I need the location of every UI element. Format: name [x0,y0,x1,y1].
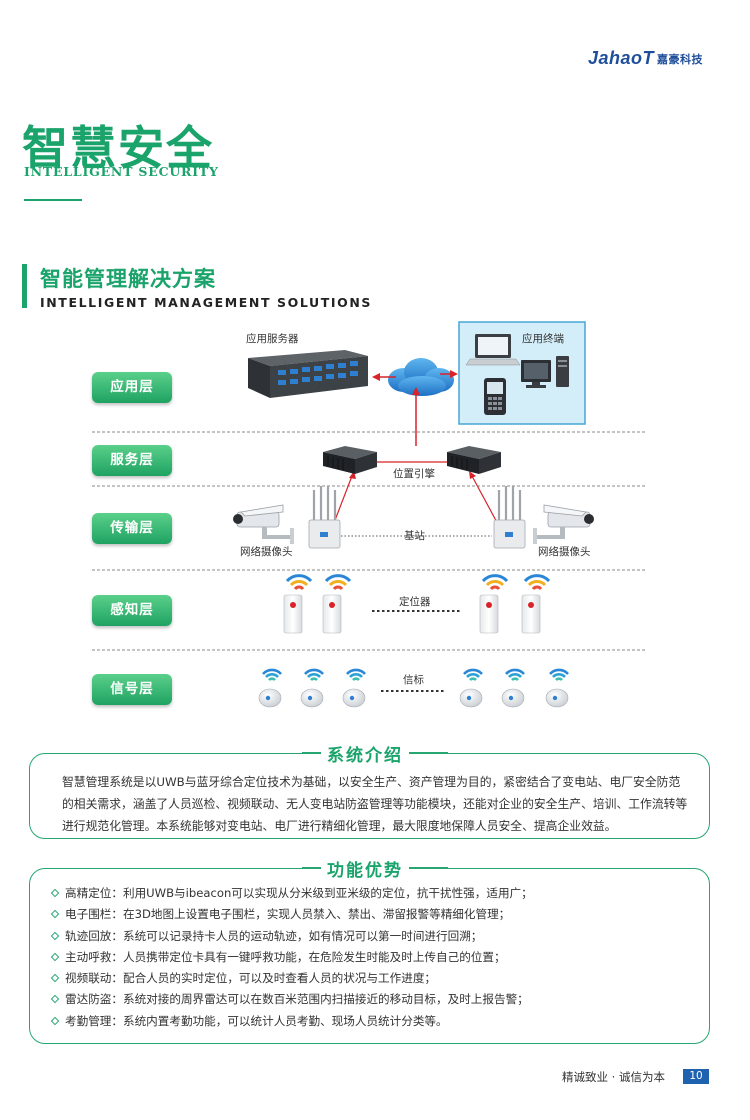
layer-service: 服务层 [92,445,172,476]
hero-subtitle: INTELLIGENT SECURITY [24,164,219,179]
diamond-bullet-icon [50,931,60,940]
layer-separators [92,431,645,651]
data-flow-arrows [331,370,501,529]
feature-text: 雷达防盗：系统对接的周界雷达可以在数百米范围内扫描接近的移动目标，及时上报告警； [65,992,529,1007]
label-app-server: 应用服务器 [246,333,299,345]
layer-perception: 感知层 [92,595,172,626]
camera-icon-left [233,504,294,544]
section-subtitle: INTELLIGENT MANAGEMENT SOLUTIONS [40,295,373,310]
features-list: 高精定位：利用UWB与ibeacon可以实现从分米级到亚米级的定位，抗干扰性强，… [50,883,702,1032]
diamond-bullet-icon [50,973,60,983]
feature-item: 轨迹回放：系统可以记录持卡人员的运动轨迹，如有情况可以第一时间进行回溯； [50,926,702,947]
section-accent-bar [22,264,27,308]
feature-item: 考勤管理：系统内置考勤功能，可以统计人员考勤、现场人员统计分类等。 [50,1011,702,1032]
feature-text: 视频联动：配合人员的实时定位，可以及时查看人员的状况与工作进度； [65,971,437,986]
diamond-bullet-icon [50,910,60,919]
hero-title: 智慧安全 [22,121,214,175]
camera-icon-right [533,504,594,544]
feature-text: 主动呼救：人员携带定位卡具有一键呼救功能，在危险发生时能及时上传自己的位置； [65,949,506,964]
feature-text: 高精定位：利用UWB与ibeacon可以实现从分米级到亚米级的定位，抗干扰性强，… [65,886,533,900]
base-station-right [493,486,526,549]
locator-tags [283,574,551,634]
layer-transport: 传输层 [92,513,172,544]
engine-box-left [323,446,377,474]
feature-item: 高精定位：利用UWB与ibeacon可以实现从分米级到亚米级的定位，抗干扰性强，… [50,883,702,904]
brand-name: JahaoT [588,48,655,68]
diamond-bullet-icon [50,995,60,1004]
engine-box-right [447,446,501,474]
feature-text: 电子围栏：在3D地图上设置电子围栏，实现人员禁入、禁出、滞留报警等精细化管理； [65,907,511,922]
base-station-left [308,486,341,549]
feature-text: 考勤管理：系统内置考勤功能，可以统计人员考勤、现场人员统计分类等。 [65,1013,448,1028]
desktop-icon [521,356,569,388]
feature-text: 轨迹回放：系统可以记录持卡人员的运动轨迹，如有情况可以第一时间进行回溯； [65,928,483,943]
server-icon [248,350,368,398]
label-app-terminal: 应用终端 [522,333,564,345]
hero-underline [24,199,82,201]
feature-item: 电子围栏：在3D地图上设置电子围栏，实现人员禁入、禁出、滞留报警等精细化管理； [50,904,702,925]
feature-item: 主动呼救：人员携带定位卡具有一键呼救功能，在危险发生时能及时上传自己的位置； [50,947,702,968]
laptop-icon [465,334,521,366]
cloud-icon [388,358,454,396]
layer-signal: 信号层 [92,674,172,705]
section-title: 智能管理解决方案 [40,267,216,291]
page-number: 10 [683,1069,709,1084]
intro-box [29,753,710,839]
intro-text: 智慧管理系统是以UWB与蓝牙综合定位技术为基础，以安全生产、资产管理为目的，紧密… [62,775,688,833]
phone-icon [484,378,506,415]
label-base-station: 基站 [404,530,425,542]
label-position-engine: 位置引擎 [393,468,435,480]
diamond-bullet-icon [50,952,60,962]
label-camera-right: 网络摄像头 [538,546,591,558]
diamond-bullet-icon [50,1016,60,1026]
footer-slogan: 精诚致业 · 诚信为本 [562,1070,665,1084]
brand-name-cn: 嘉豪科技 [657,54,704,66]
features-title: 功能优势 [321,856,409,881]
layer-application: 应用层 [92,372,172,403]
beacon-devices [258,668,570,708]
label-camera-left: 网络摄像头 [240,546,293,558]
feature-item: 雷达防盗：系统对接的周界雷达可以在数百米范围内扫描接近的移动目标，及时上报告警； [50,989,702,1010]
intro-title: 系统介绍 [321,741,409,766]
label-beacon: 信标 [403,674,424,686]
feature-item: 视频联动：配合人员的实时定位，可以及时查看人员的状况与工作进度； [50,968,702,989]
diamond-bullet-icon [50,888,60,898]
label-locator: 定位器 [399,596,431,608]
